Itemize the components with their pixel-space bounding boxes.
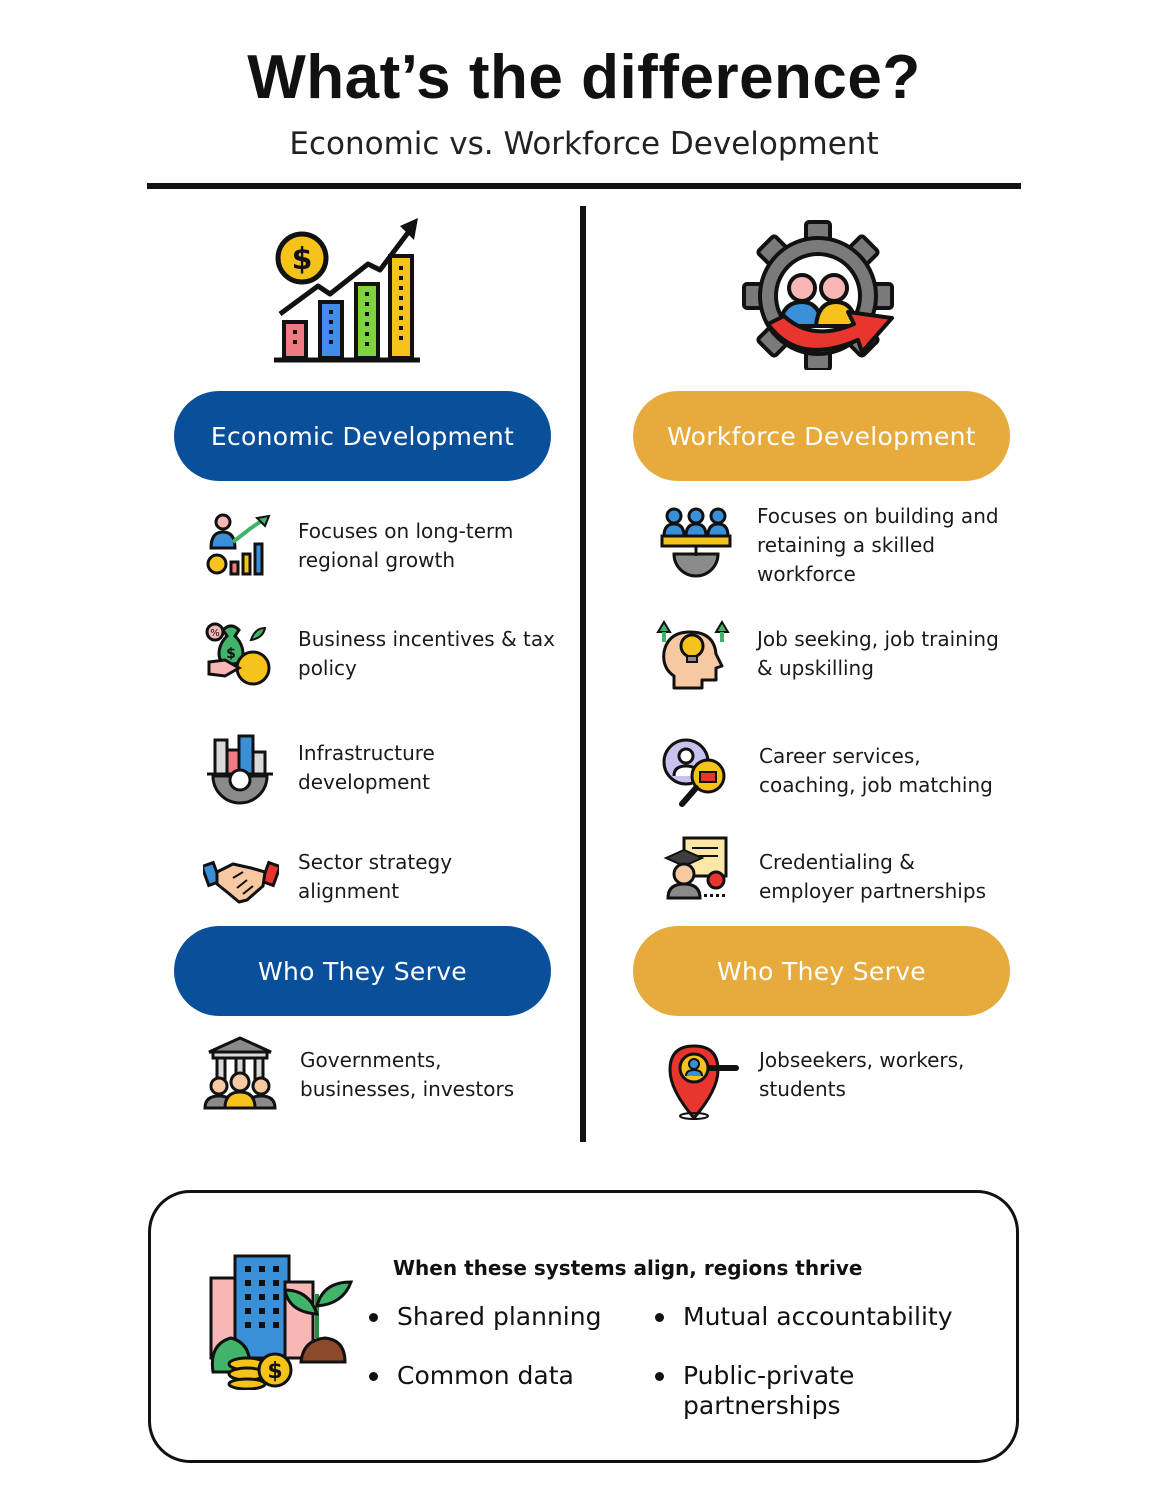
city-gear-icon [205, 730, 275, 808]
bullet-label: Common data [397, 1361, 574, 1390]
graduate-certificate-icon [660, 836, 732, 900]
workforce-development-pill: Workforce Development [633, 391, 1010, 481]
workforce-serve-pill: Who They Serve [633, 926, 1010, 1016]
workforce-serve-item: Jobseekers, workers, students [759, 1048, 965, 1101]
svg-text:$: $ [292, 242, 313, 277]
bullet-dot [369, 1372, 378, 1381]
page-subtitle: Economic vs. Workforce Development [289, 126, 879, 162]
page-title: What’s the difference? [247, 43, 921, 112]
location-person-icon [664, 1040, 740, 1121]
bullet-dot [655, 1372, 664, 1381]
money-bag-hand-icon: % $ [205, 620, 273, 686]
bullet-label: Mutual accountability [683, 1302, 953, 1331]
bullet-public-private-partnerships: Public-private partnerships [655, 1361, 913, 1421]
header-divider [147, 183, 1021, 189]
bullet-label: Public-private partnerships [683, 1361, 855, 1420]
handshake-icon [200, 850, 282, 906]
economic-item-2: Business incentives & tax policy [298, 627, 555, 680]
workforce-item-3: Career services, coaching, job matching [759, 744, 993, 797]
bullet-dot [369, 1313, 378, 1322]
column-divider [580, 206, 586, 1142]
bottom-heading: When these systems align, regions thrive [393, 1256, 863, 1280]
economic-item-4: Sector strategy alignment [298, 850, 453, 903]
bullet-dot [655, 1313, 664, 1322]
economic-serve-pill: Who They Serve [174, 926, 551, 1016]
bullet-common-data: Common data [369, 1361, 574, 1391]
svg-text:$: $ [226, 646, 236, 662]
workforce-item-2: Job seeking, job training & upskilling [757, 627, 999, 680]
team-gear-icon [660, 506, 732, 582]
magnifier-briefcase-icon [660, 736, 732, 808]
bullet-shared-planning: Shared planning [369, 1302, 602, 1332]
bullet-label: Shared planning [397, 1302, 602, 1331]
head-lightbulb-icon [656, 620, 732, 692]
svg-text:$: $ [267, 1359, 282, 1384]
workforce-item-1: Focuses on building and retaining a skil… [757, 504, 999, 586]
economic-item-1: Focuses on long-term regional growth [298, 519, 514, 572]
svg-text:%: % [210, 628, 220, 639]
alignment-summary-box [148, 1190, 1019, 1463]
economic-growth-chart-icon: $ [268, 214, 428, 366]
bullet-mutual-accountability: Mutual accountability [655, 1302, 953, 1332]
economic-serve-item: Governments, businesses, investors [300, 1048, 515, 1101]
growth-chart-person-icon [205, 512, 273, 578]
city-money-plant-icon: $ [205, 1254, 355, 1391]
workforce-item-4: Credentialing & employer partnerships [759, 850, 986, 903]
government-people-icon [203, 1036, 277, 1110]
economic-item-3: Infrastructure development [298, 741, 435, 794]
economic-development-pill: Economic Development [174, 391, 551, 481]
workforce-gear-people-icon [740, 220, 900, 372]
